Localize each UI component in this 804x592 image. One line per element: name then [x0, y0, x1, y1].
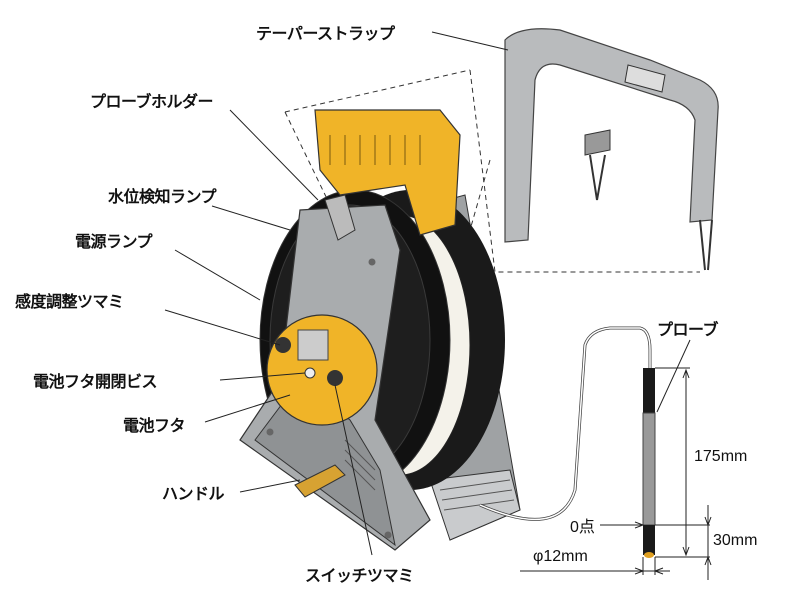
- holder-strap-dashed-lines: [284, 69, 700, 273]
- battery-cover: [266, 314, 378, 426]
- dimension-diameter: φ12mm: [533, 548, 588, 565]
- leader-lines: [164, 31, 691, 556]
- label-sensitivity-knob: 感度調整ツマミ: [15, 292, 124, 311]
- taper-strap: [504, 28, 719, 271]
- label-switch-knob: スイッチツマミ: [305, 566, 414, 585]
- handle: [294, 464, 346, 498]
- label-battery-cover-screw: 電池フタ開閉ビス: [33, 372, 158, 391]
- dimension-zero-point: 0点: [570, 519, 595, 536]
- probe: [642, 368, 656, 558]
- label-handle: ハンドル: [162, 484, 225, 503]
- dimension-tip-length: 30mm: [713, 532, 758, 549]
- dimension-lines: [520, 367, 712, 580]
- label-taper-strap: テーパーストラップ: [256, 24, 395, 43]
- label-power-lamp: 電源ランプ: [75, 232, 153, 251]
- label-battery-cover: 電池フタ: [123, 416, 186, 435]
- probe-holder: [314, 109, 461, 241]
- label-probe: プローブ: [657, 320, 719, 339]
- label-water-level-lamp: 水位検知ランプ: [108, 187, 217, 206]
- label-probe-holder: プローブホルダー: [90, 92, 214, 111]
- dimension-probe-length: 175mm: [694, 448, 748, 465]
